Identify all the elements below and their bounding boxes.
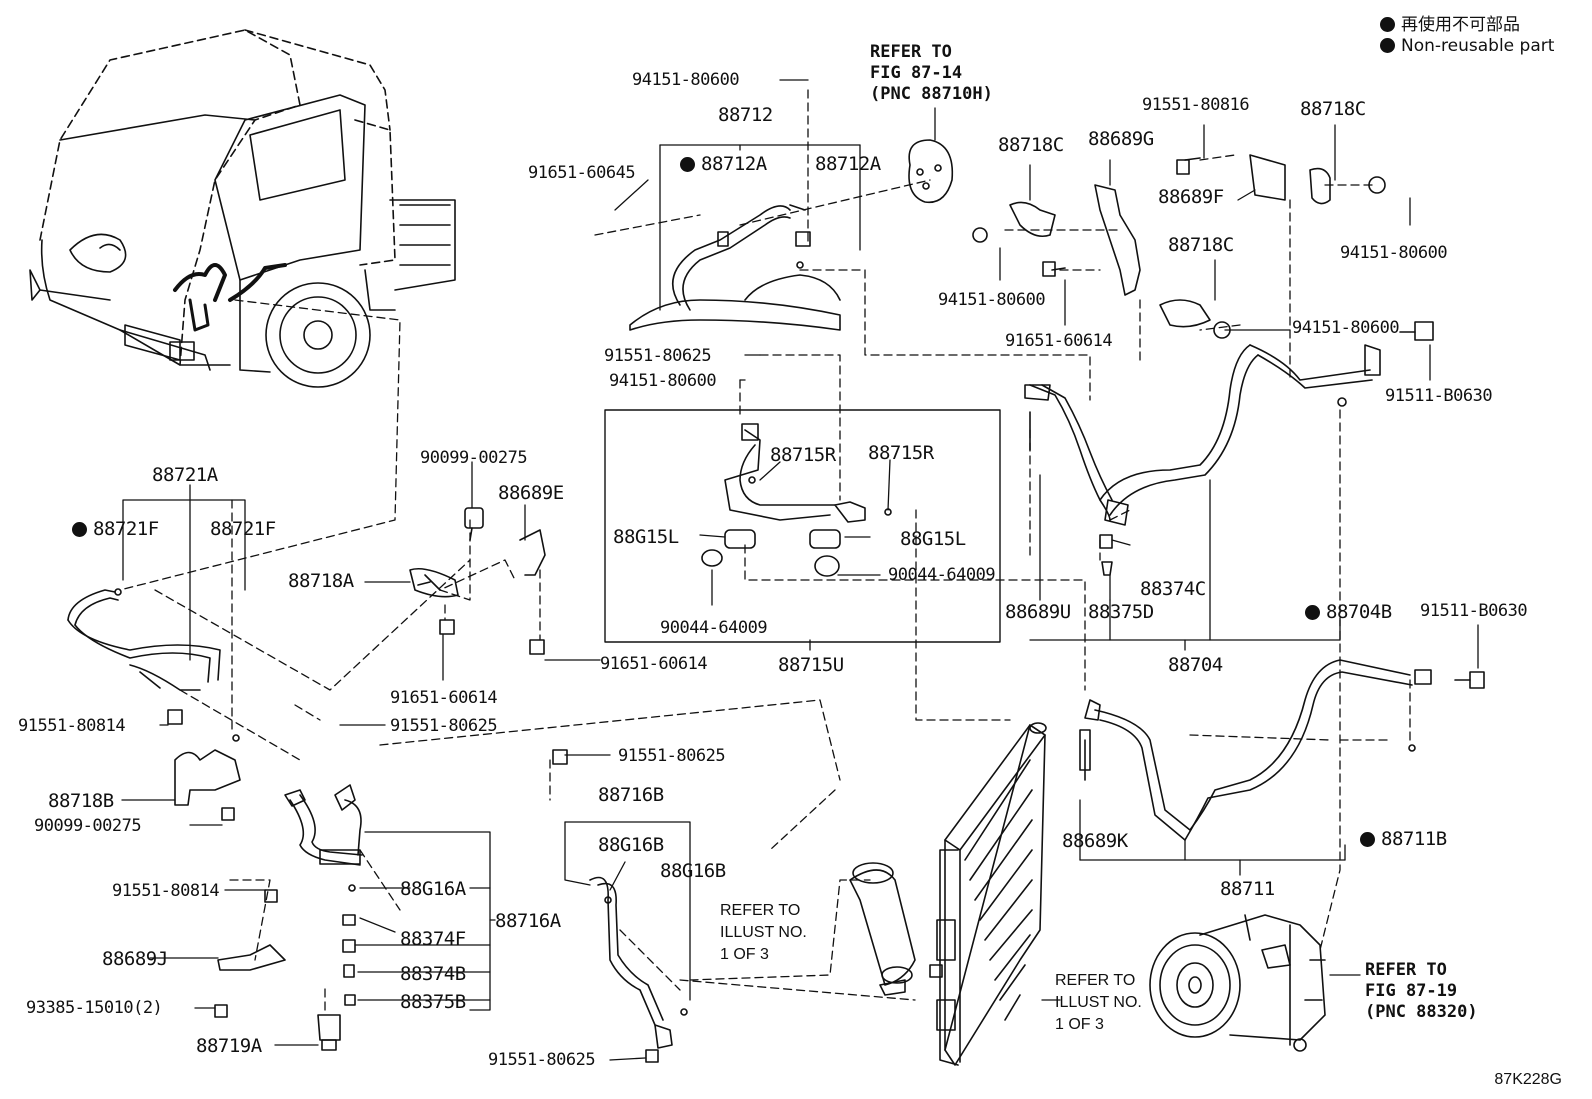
part-label: 88689U [1005,601,1071,623]
legend-text: Non-reusable part [1401,36,1555,56]
part-label: 94151-80600 [1292,318,1400,338]
part-label: 88721F [210,518,276,540]
part-label: 88689K [1062,830,1128,852]
part-label: 90099-00275 [420,448,528,468]
part-label: 91551-80625 [604,346,712,366]
part-label: 88G16B [660,860,726,882]
pipe-88716B [552,749,688,1063]
pipe-88716A [214,784,363,1051]
part-label: 93385-15010(2) [26,998,163,1018]
part-label: 88716B [598,784,664,806]
refer-fig-87-14: REFER TO FIG 87-14 (PNC 88710H) [870,42,993,104]
part-label: 90044-64009 [888,565,996,585]
part-label: 88715U [778,654,844,676]
part-label: 88375B [400,991,466,1013]
non-reusable-dot-icon [1305,605,1320,620]
part-label: 91551-80816 [1142,95,1250,115]
part-label: 94151-80600 [609,371,717,391]
part-label-non-reusable: 88712A [680,155,767,174]
compressor [1149,914,1326,1052]
legend-item-jp: 再使用不可部品 [1380,10,1520,35]
part-label: 88374B [400,963,466,985]
part-label: 88704 [1168,654,1223,676]
part-label: 88G15L [900,528,966,550]
part-label: 88718A [288,570,354,592]
part-label: 88374C [1140,578,1206,600]
non-reusable-dot-icon [72,522,87,537]
condenser [929,722,1047,1066]
part-label: 88689J [102,948,168,970]
part-label: 91551-80625 [488,1050,596,1070]
truck-illustration [29,29,456,388]
drawing-code: 87K228G [1494,1071,1562,1088]
refer-fig-87-19: REFER TO FIG 87-19 (PNC 88320) [1365,960,1478,1022]
part-label: 88711 [1220,878,1275,900]
part-label: 88715R [868,442,934,464]
part-label: 88689F [1158,186,1224,208]
pipe-88711 [1079,659,1485,841]
refer-illust-1: REFER TO ILLUST NO. 1 OF 3 [720,902,807,963]
legend-item-en: Non-reusable part [1380,36,1554,56]
part-label: 88689G [1088,128,1154,150]
part-label: 94151-80600 [1340,243,1448,263]
part-label: 88719A [196,1035,262,1057]
part-label: 94151-80600 [632,70,740,90]
non-reusable-dot-icon [1380,38,1395,53]
receiver-dryer [849,862,916,996]
part-label: 91651-60614 [600,654,708,674]
hose-88721A [67,588,240,742]
part-label: 91651-60614 [1005,331,1113,351]
refer-illust-2: REFER TO ILLUST NO. 1 OF 3 [1055,972,1142,1033]
part-label: 88G16A [400,878,466,900]
part-label-non-reusable: 88711B [1360,830,1447,849]
part-label: 88374F [400,928,466,950]
part-label: 88712A [815,153,881,175]
part-label-non-reusable: 88721F [72,520,159,539]
part-label: 90099-00275 [34,816,142,836]
part-label: 91551-80625 [390,716,498,736]
legend-text: 再使用不可部品 [1401,15,1520,35]
part-label: 88721A [152,464,218,486]
part-label: 88712 [718,104,773,126]
part-label: 90044-64009 [660,618,768,638]
part-label: 88375D [1088,601,1154,623]
pipe-88704 [1024,321,1434,576]
part-label: 88716A [495,910,561,932]
part-label: 88715R [770,444,836,466]
part-label: 91551-80625 [618,746,726,766]
non-reusable-dot-icon [1380,17,1395,32]
part-label: 88718C [1300,98,1366,120]
part-label-non-reusable: 88704B [1305,603,1392,622]
part-label: 88G15L [613,526,679,548]
hose-88712 [629,204,841,331]
part-label: 88718B [48,790,114,812]
part-label: 88689E [498,482,564,504]
part-label: 94151-80600 [938,290,1046,310]
part-label: 91551-80814 [112,881,220,901]
part-label: 88718C [998,134,1064,156]
part-label: 88718C [1168,234,1234,256]
non-reusable-dot-icon [1360,832,1375,847]
part-label: 91651-60614 [390,688,498,708]
part-label: 91651-60645 [528,163,636,183]
part-label: 91511-B0630 [1385,386,1493,406]
part-label: 91551-80814 [18,716,126,736]
part-label: 91511-B0630 [1420,601,1528,621]
part-label: 88G16B [598,834,664,856]
hose-88715R [701,423,892,577]
non-reusable-dot-icon [680,157,695,172]
